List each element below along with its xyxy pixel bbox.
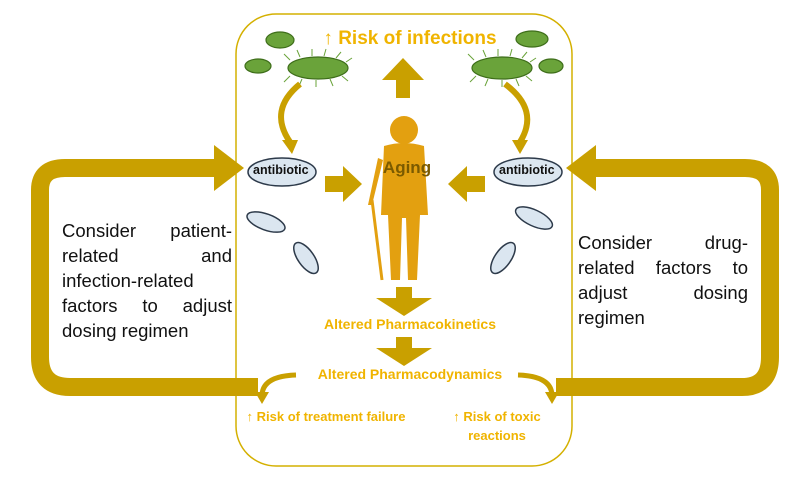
aging-label: Aging (382, 158, 432, 177)
altered-pharmacokinetics-label: Altered Pharmacokinetics (324, 316, 496, 332)
left-inward-arrow (325, 166, 362, 202)
left-loop-arrow (31, 159, 258, 396)
left-curved-arrow (278, 81, 302, 144)
left-loop-arrowhead (214, 145, 244, 191)
antibiotic-pill-icon (246, 157, 563, 275)
right-loop-arrow (556, 159, 779, 396)
bacteria-cilia (283, 48, 537, 87)
elderly-person-icon (368, 116, 428, 280)
right-loop-arrowhead (566, 145, 596, 191)
right-curved-arrow (503, 81, 531, 144)
down-arrow-pd (376, 337, 432, 366)
right-antibiotic-label: antibiotic (499, 163, 555, 177)
walking-cane (370, 199, 384, 281)
bacteria-icon (244, 30, 564, 80)
risk-of-infections-title: ↑ Risk of infections (323, 28, 497, 49)
down-arrow-pk (376, 287, 432, 316)
left-antibiotic-label: antibiotic (253, 163, 309, 177)
drug-factors-text: Consider drug-related factors to adjust … (578, 232, 748, 328)
right-inward-arrow (448, 166, 485, 202)
up-arrow (382, 58, 424, 98)
toxic-reactions-label: ↑ Risk of toxic reactions (453, 409, 541, 443)
patient-factors-text: Consider patient-related and infection-r… (62, 220, 232, 341)
treatment-failure-label: ↑ Risk of treatment failure (246, 409, 406, 424)
altered-pharmacodynamics-label: Altered Pharmacodynamics (317, 366, 503, 382)
central-panel-border (235, 13, 573, 467)
